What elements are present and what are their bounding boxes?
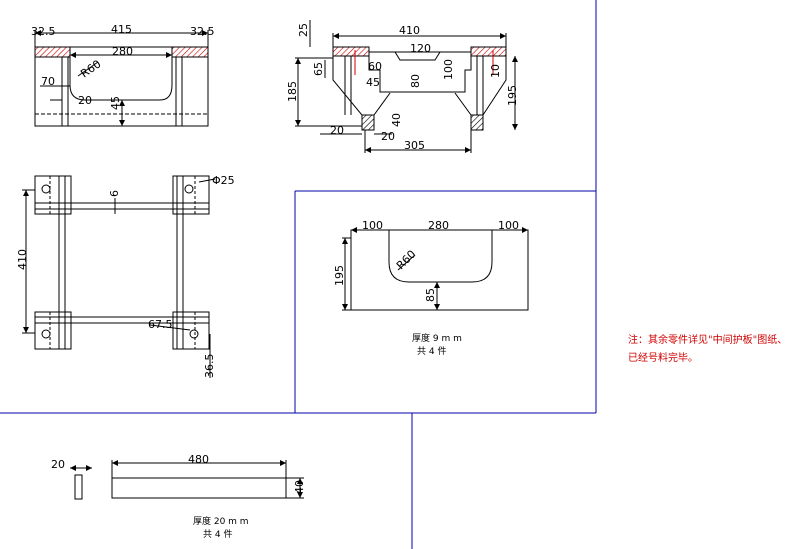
- dim-plate-middle: 280: [428, 219, 449, 232]
- dim-total-width: 415: [111, 23, 132, 36]
- dim-center-depth: 80: [409, 74, 422, 88]
- dim-plate-depth: 85: [424, 288, 437, 302]
- dim-offset-365: 36.5: [203, 354, 216, 379]
- dim-total-height-left: 185: [286, 81, 299, 102]
- view-section-right: [295, 20, 518, 153]
- view-section-right-labels: 410 25 120 65 60 45 80 100 10 185 195 40…: [286, 23, 519, 152]
- dim-top-width: 410: [399, 24, 420, 37]
- dim-plate-radius: R60: [394, 248, 418, 272]
- dim-right-height: 100: [442, 59, 455, 80]
- dim-total-height-right: 195: [506, 85, 519, 106]
- dim-foot-gap-left: 20: [330, 124, 344, 137]
- dim-left-height: 70: [41, 75, 55, 88]
- view-bar-20mm: [70, 460, 304, 500]
- drawing-note: 注：其余零件详见"中间护板"图纸、 已经号料完毕。: [628, 333, 787, 364]
- dim-small-gap: 20: [78, 94, 92, 107]
- view-elevation-left-labels: 32.5 415 32.5 280 R60 70 20 45: [31, 23, 215, 110]
- bar-count-caption: 共 4 件: [203, 528, 232, 540]
- dim-foot-height: 40: [390, 113, 403, 127]
- dim-right-small: 10: [489, 64, 502, 78]
- view-plate-9mm-labels: 100 280 100 195 R60 85 厚度 9 m m 共 4 件: [333, 219, 519, 357]
- view-plate-9mm: [342, 227, 529, 311]
- plate-count-caption: 共 4 件: [417, 345, 446, 357]
- dim-right-offset: 32.5: [190, 25, 215, 38]
- dim-left-step: 65: [312, 62, 325, 76]
- dim-bar-length: 480: [188, 453, 209, 466]
- note-line-2: 已经号料完毕。: [628, 351, 698, 364]
- note-line-1: 注：其余零件详见"中间护板"图纸、: [628, 333, 787, 346]
- dim-left-offset: 32.5: [31, 25, 56, 38]
- dim-inner-45: 45: [366, 76, 380, 89]
- dim-foot-gap-right: 20: [381, 130, 395, 143]
- view-bar-20mm-labels: 20 480 40 厚度 20 m m 共 4 件: [51, 453, 306, 540]
- dim-span: 410: [16, 249, 29, 270]
- dim-bolt-offset: 9: [107, 190, 120, 197]
- dim-opening: 280: [112, 45, 133, 58]
- dim-center-width: 120: [410, 42, 431, 55]
- dim-hole-dia: Φ25: [212, 174, 235, 187]
- dim-top-gap: 25: [297, 23, 310, 37]
- view-plan-labels: 9 Φ25 410 67.5 36.5: [16, 174, 235, 378]
- dim-depth: 45: [109, 96, 122, 110]
- dim-bottom-width: 305: [404, 139, 425, 152]
- dim-bar-height: 40: [293, 480, 306, 494]
- dim-plate-left: 100: [362, 219, 383, 232]
- plate-thickness-caption: 厚度 9 m m: [412, 332, 462, 344]
- dim-plate-right: 100: [498, 219, 519, 232]
- dim-inner-60: 60: [368, 60, 382, 73]
- dim-radius: R60: [78, 57, 103, 80]
- sheet-frame: [0, 0, 597, 549]
- view-plan: [22, 175, 216, 378]
- dim-plate-height: 195: [333, 265, 346, 286]
- dim-offset-675: 67.5: [148, 318, 173, 331]
- view-elevation-left: [34, 30, 209, 127]
- bar-thickness-caption: 厚度 20 m m: [193, 515, 249, 527]
- dim-bar-side-width: 20: [51, 458, 65, 471]
